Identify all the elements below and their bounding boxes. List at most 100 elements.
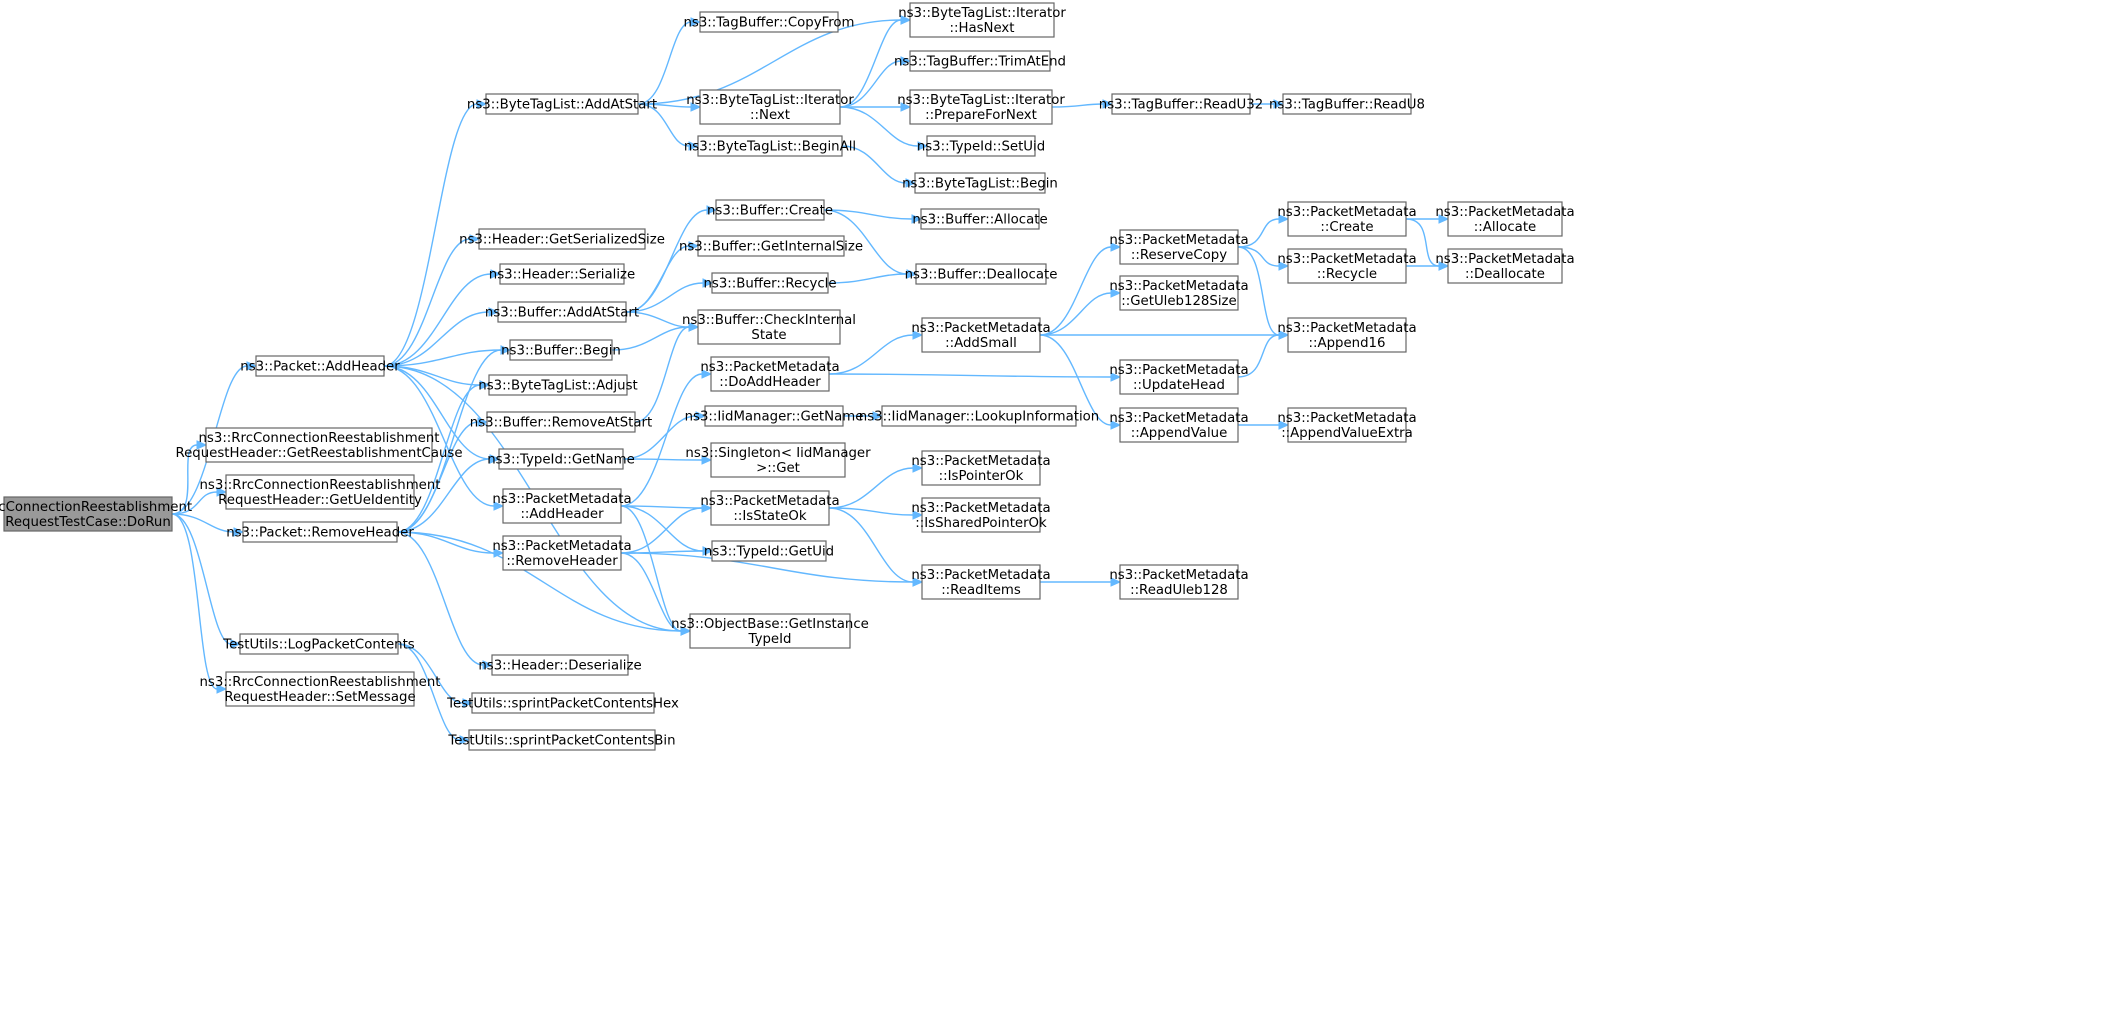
node-pkt-addheader[interactable]: ns3::Packet::AddHeader — [240, 355, 400, 377]
node-pm-allocate[interactable]: ns3::PacketMetadata::Allocate — [1435, 201, 1575, 237]
node-tb-readu8[interactable]: ns3::TagBuffer::ReadU8 — [1269, 93, 1425, 115]
node-pm-readitems[interactable]: ns3::PacketMetadata::ReadItems — [911, 564, 1051, 600]
node-label: TestUtils::sprintPacketContentsHex — [446, 697, 679, 712]
node-pm-reservecopy[interactable]: ns3::PacketMetadata::ReserveCopy — [1109, 229, 1249, 265]
node-pm-readuleb128[interactable]: ns3::PacketMetadata::ReadUleb128 — [1109, 564, 1249, 600]
node-pm-append16[interactable]: ns3::PacketMetadata::Append16 — [1277, 317, 1417, 353]
node-btli-prepare[interactable]: ns3::ByteTagList::Iterator::PrepareForNe… — [897, 89, 1065, 125]
node-root[interactable]: RrcConnectionReestablishmentRequestTestC… — [0, 496, 192, 532]
node-btli-hasnext[interactable]: ns3::ByteTagList::Iterator::HasNext — [898, 2, 1066, 38]
node-pm-removeheader[interactable]: ns3::PacketMetadata::RemoveHeader — [492, 535, 632, 571]
edge-logpkt-to-tu_bin — [397, 643, 471, 745]
edge-root-to-setmessage — [171, 513, 228, 694]
node-buf-removeatstart[interactable]: ns3::Buffer::RemoveAtStart — [470, 411, 652, 433]
edge-pm_reservecopy-to-pm_recycle — [1237, 246, 1290, 271]
node-tb-trimatend[interactable]: ns3::TagBuffer::TrimAtEnd — [894, 50, 1066, 72]
arrowhead — [233, 527, 245, 537]
edge-pm_removeheader-to-ob_getinstance — [620, 552, 692, 636]
edge-typeid_getname-to-singleton_get — [622, 455, 713, 465]
arrowhead — [479, 380, 491, 390]
node-pm-isstateok[interactable]: ns3::PacketMetadata::IsStateOk — [700, 490, 840, 526]
node-pm-doaddheader[interactable]: ns3::PacketMetadata::DoAddHeader — [700, 356, 840, 392]
node-label: ns3::ByteTagList::Adjust — [478, 379, 637, 394]
node-pkt-removeheader[interactable]: ns3::Packet::RemoveHeader — [226, 521, 414, 543]
node-label: ::RemoveHeader — [506, 554, 618, 569]
edge-pm_reservecopy-to-pm_create — [1237, 214, 1290, 248]
node-typeid-getuid[interactable]: ns3::TypeId::GetUid — [704, 540, 834, 562]
node-box — [697, 235, 845, 257]
arrowhead — [1110, 420, 1122, 430]
node-typeid-getname[interactable]: ns3::TypeId::GetName — [487, 448, 635, 470]
node-typeid-setuid[interactable]: ns3::TypeId::SetUid — [917, 135, 1045, 157]
node-box — [478, 228, 646, 250]
edge-pkt_addheader-to-hdr_getsersize — [383, 234, 481, 367]
node-tu-hex[interactable]: TestUtils::sprintPacketContentsHex — [446, 692, 679, 714]
node-buf-recycle[interactable]: ns3::Buffer::Recycle — [703, 272, 837, 294]
node-iid-lookup[interactable]: ns3::IidManager::LookupInformation — [859, 405, 1099, 427]
node-singleton-get[interactable]: ns3::Singleton< IidManager>::Get — [685, 442, 871, 478]
node-pm-addheader[interactable]: ns3::PacketMetadata::AddHeader — [492, 488, 632, 524]
node-tb-copyfrom[interactable]: ns3::TagBuffer::CopyFrom — [683, 11, 855, 33]
node-label: ns3::Buffer::GetInternalSize — [679, 240, 863, 255]
node-box — [225, 671, 415, 707]
node-tu-bin[interactable]: TestUtils::sprintPacketContentsBin — [447, 729, 676, 751]
node-label: ::AppendValue — [1131, 426, 1228, 441]
node-label: ns3::PacketMetadata — [1109, 568, 1248, 583]
node-get-ueid[interactable]: ns3::RrcConnectionReestablishmentRequest… — [200, 474, 441, 510]
node-buf-begin[interactable]: ns3::Buffer::Begin — [501, 339, 621, 361]
arrowhead — [900, 56, 912, 66]
node-btl-adjust[interactable]: ns3::ByteTagList::Adjust — [478, 374, 638, 396]
node-pm-ispointerok[interactable]: ns3::PacketMetadata::IsPointerOk — [911, 450, 1051, 486]
arrowhead — [482, 660, 494, 670]
node-buf-allocate[interactable]: ns3::Buffer::Allocate — [912, 208, 1048, 230]
node-buf-addatstart[interactable]: ns3::Buffer::AddAtStart — [485, 301, 639, 323]
node-label: ::Allocate — [1474, 220, 1536, 235]
arrowhead — [917, 141, 929, 151]
arrowhead — [1278, 261, 1290, 271]
node-logpkt[interactable]: TestUtils::LogPacketContents — [222, 633, 415, 655]
node-pm-recycle[interactable]: ns3::PacketMetadata::Recycle — [1277, 248, 1417, 284]
node-label: ns3::PacketMetadata — [1277, 205, 1416, 220]
node-buf-create[interactable]: ns3::Buffer::Create — [707, 199, 833, 221]
node-pm-addsmall[interactable]: ns3::PacketMetadata::AddSmall — [911, 317, 1051, 353]
node-label: ns3::PacketMetadata — [911, 501, 1050, 516]
arrowhead — [476, 99, 488, 109]
arrowhead — [912, 577, 924, 587]
node-label: ns3::ByteTagList::Begin — [902, 177, 1058, 192]
node-get-cause[interactable]: ns3::RrcConnectionReestablishmentRequest… — [175, 427, 463, 463]
node-pm-deallocate[interactable]: ns3::PacketMetadata::Deallocate — [1435, 248, 1575, 284]
node-iid-getname[interactable]: ns3::IidManager::GetName — [685, 405, 864, 427]
node-hdr-getsersize[interactable]: ns3::Header::GetSerializedSize — [459, 228, 665, 250]
node-pm-updatehead[interactable]: ns3::PacketMetadata::UpdateHead — [1109, 359, 1249, 395]
node-pm-create[interactable]: ns3::PacketMetadata::Create — [1277, 201, 1417, 237]
node-label: ::Create — [1320, 220, 1373, 235]
node-buf-deallocate[interactable]: ns3::Buffer::Deallocate — [905, 263, 1058, 285]
node-box — [697, 309, 841, 345]
node-label: ns3::PacketMetadata — [1435, 252, 1574, 267]
node-hdr-serialize[interactable]: ns3::Header::Serialize — [489, 263, 635, 285]
node-pm-appendvalueextra[interactable]: ns3::PacketMetadata::AppendValueExtra — [1277, 407, 1417, 443]
arrowhead — [500, 345, 512, 355]
node-btl-addatstart[interactable]: ns3::ByteTagList::AddAtStart — [467, 93, 657, 115]
node-buf-getinternalsize[interactable]: ns3::Buffer::GetInternalSize — [679, 235, 863, 257]
node-btl-begin[interactable]: ns3::ByteTagList::Begin — [902, 172, 1058, 194]
node-label: ns3::Buffer::Recycle — [703, 277, 836, 292]
node-tb-readu32[interactable]: ns3::TagBuffer::ReadU32 — [1099, 93, 1263, 115]
node-pm-issharedpointerok[interactable]: ns3::PacketMetadata::IsSharedPointerOk — [911, 497, 1051, 533]
node-setmessage[interactable]: ns3::RrcConnectionReestablishmentRequest… — [200, 671, 441, 707]
edge-pm_removeheader-to-pm_isstateok — [620, 503, 713, 554]
node-hdr-deserialize[interactable]: ns3::Header::Deserialize — [478, 654, 642, 676]
node-pm-appendvalue[interactable]: ns3::PacketMetadata::AppendValue — [1109, 407, 1249, 443]
node-label: ::Append16 — [1309, 336, 1386, 351]
node-pm-getuleb128size[interactable]: ns3::PacketMetadata::GetUleb128Size — [1109, 275, 1249, 311]
node-btl-beginall[interactable]: ns3::ByteTagList::BeginAll — [684, 135, 856, 157]
arrowhead — [216, 487, 228, 497]
node-btli-next[interactable]: ns3::ByteTagList::Iterator::Next — [686, 89, 854, 125]
arrowhead — [872, 411, 884, 421]
edge-btli_prepare-to-tb_readu32 — [1051, 99, 1114, 109]
node-label: ns3::ByteTagList::BeginAll — [684, 140, 856, 155]
node-label: ns3::PacketMetadata — [911, 454, 1050, 469]
node-label: >::Get — [756, 461, 800, 476]
